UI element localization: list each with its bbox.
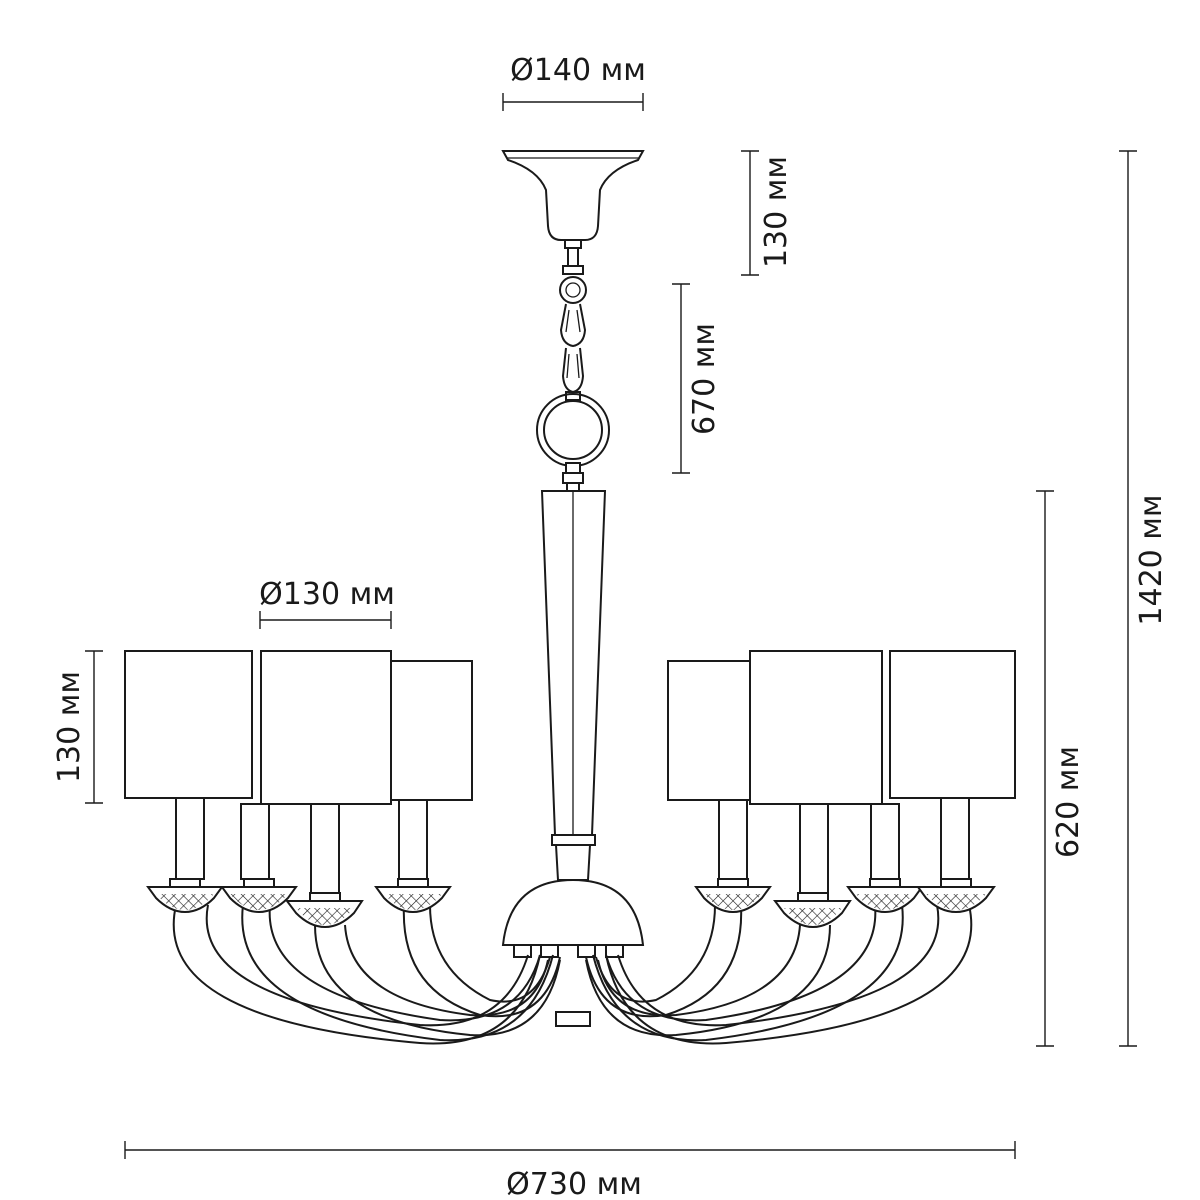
shade-diameter-label: Ø130 мм <box>259 577 395 612</box>
arms-right <box>585 904 973 1045</box>
overall-diameter-label: Ø730 мм <box>506 1167 642 1200</box>
bobeches <box>146 878 996 929</box>
shade-right-outer <box>889 650 1016 799</box>
shade-height-label: 130 мм <box>52 671 87 783</box>
canopy-height-label: 130 мм <box>759 156 794 268</box>
total-height-label: 1420 мм <box>1134 494 1169 625</box>
shade-left-back <box>389 660 473 801</box>
body-height-label: 620 мм <box>1051 746 1086 858</box>
central-column <box>540 490 607 881</box>
chain <box>559 276 587 401</box>
shade-left-outer <box>124 650 253 799</box>
arms-left <box>172 904 561 1045</box>
ceiling-canopy <box>501 150 645 275</box>
ring <box>536 393 610 492</box>
central-dome <box>501 878 645 1027</box>
shade-right-middle <box>749 650 883 805</box>
lamp-shades <box>124 650 1016 805</box>
canopy-diameter-label: Ø140 мм <box>510 53 646 88</box>
shade-left-middle <box>260 650 392 805</box>
chain-length-label: 670 мм <box>687 323 722 435</box>
shade-right-back <box>667 660 751 801</box>
dimension-lines <box>85 93 1137 1159</box>
